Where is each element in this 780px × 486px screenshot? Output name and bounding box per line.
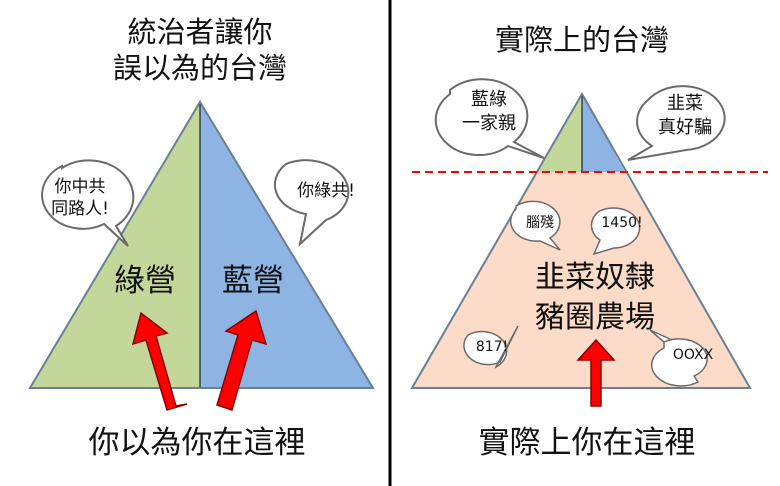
left-caption: 你以為你在這裡 (88, 425, 306, 461)
bubble-1450-shape (590, 207, 641, 256)
left-title: 統治者讓你 誤以為的台灣 (112, 15, 287, 85)
peach-region (412, 172, 750, 388)
bubble-small-2: 1450! (601, 215, 643, 231)
bubble-green-shape (434, 78, 545, 159)
green-camp-label: 綠營 (114, 263, 176, 299)
right-caption: 實際上你在這裡 (478, 425, 696, 461)
right-bubble-text: 你綠共! (297, 181, 355, 201)
right-title: 實際上的台灣 (494, 23, 669, 57)
bubble-small-1: 腦殘 (526, 215, 554, 231)
bubble-blue-text: 韭菜 真好騙 (658, 93, 712, 138)
left-triangle-outline (28, 100, 375, 389)
bottom-label: 韭菜奴隸 豬圈農場 (535, 260, 655, 335)
bubble-blue-shape (627, 85, 726, 161)
arrow-left-blue (216, 309, 268, 411)
bubble-left-shape (41, 159, 135, 247)
bubble-small-4: OOXX (672, 347, 714, 363)
right-triangle-outline (410, 91, 752, 389)
arrow-left-green (131, 311, 188, 411)
bubble-small-3: 817! (475, 339, 509, 355)
arrow-right-up (576, 338, 616, 407)
bubble-ooxx-shape (649, 329, 708, 387)
bubble-brain-shape (509, 200, 561, 251)
bubble-right-shape (273, 159, 350, 247)
blue-camp-label: 藍營 (222, 263, 284, 299)
bubble-green-text: 藍綠 一家親 (462, 89, 516, 134)
left-bubble-text: 你中共 同路人! (51, 177, 109, 219)
bubble-817-shape (463, 325, 519, 369)
